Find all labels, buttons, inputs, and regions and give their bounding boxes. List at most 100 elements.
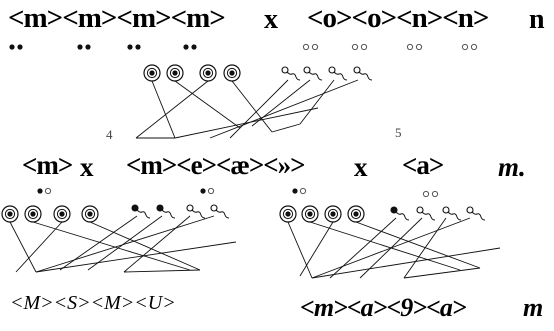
cross-line (403, 217, 447, 279)
egg-inner-ring-icon (202, 67, 214, 79)
dot-open-icon (470, 43, 478, 51)
egg-inner-ring-icon (282, 208, 294, 220)
cross-line (87, 215, 163, 271)
egg-inner-ring-icon (146, 67, 158, 79)
sperm-tail-icon (421, 211, 436, 221)
row2-middle-formula: <m><e><æ><»> (126, 150, 306, 180)
cross-line (311, 217, 471, 279)
cross-line (35, 215, 215, 273)
dot-open-icon (422, 190, 430, 198)
egg-inner-ring-icon (169, 67, 181, 79)
sperm-head-icon (328, 66, 336, 74)
sperm-head-icon (442, 206, 450, 214)
dot-open-icon (415, 43, 423, 51)
cross-line (299, 221, 334, 277)
dot-open-icon (406, 43, 414, 51)
sperm-tail-icon (395, 211, 410, 221)
dot-black-icon (37, 188, 43, 194)
dot-black-icon (183, 44, 189, 50)
row1-left-formula: <m><m><m><m> (8, 2, 226, 34)
egg-nucleus-icon (30, 211, 36, 217)
sperm-head-icon (156, 204, 164, 212)
row2-left-formula: <m> (22, 150, 73, 180)
dot-black-icon (9, 44, 15, 50)
row2-right-formula: <a> (402, 150, 444, 180)
cross-line (271, 123, 301, 133)
egg-nucleus-icon (285, 211, 291, 217)
egg-inner-ring-icon (327, 208, 339, 220)
sperm-head-icon (210, 204, 218, 212)
cross-line (151, 80, 176, 139)
cross-line (231, 80, 273, 133)
cross-line (403, 267, 481, 279)
cross-line (329, 217, 397, 279)
egg-inner-ring-icon (56, 208, 68, 220)
row3-left-formula: <M><S><M><U> (10, 292, 176, 314)
row1-right-formula: <o><o><n><n> (307, 2, 489, 34)
figure-number-5: 5 (395, 125, 402, 140)
sperm-tail-icon (471, 211, 486, 221)
cross-line (174, 80, 241, 129)
cross-line (123, 269, 201, 273)
dot-black-icon (77, 44, 83, 50)
row2-right-letter: m. (498, 152, 526, 182)
sperm-head-icon (303, 66, 311, 74)
dot-black-icon (135, 44, 141, 50)
egg-inner-ring-icon (304, 208, 316, 220)
cross-line (9, 221, 37, 273)
sperm-head-icon (131, 204, 139, 212)
sperm-head-icon (353, 66, 361, 74)
egg-inner-ring-icon (4, 208, 16, 220)
row1-right-letter: n (529, 4, 545, 35)
dot-open-icon (311, 43, 319, 51)
cross-line (229, 79, 289, 139)
cross-line (287, 221, 313, 279)
egg-inner-ring-icon (84, 208, 96, 220)
egg-inner-ring-icon (226, 67, 238, 79)
egg-nucleus-icon (353, 211, 359, 217)
dot-black-icon (200, 188, 206, 194)
cross-line (251, 79, 311, 127)
sperm-head-icon (186, 204, 194, 212)
sperm-head-icon (390, 206, 398, 214)
dot-open-icon (431, 190, 439, 198)
sperm-tail-icon (286, 71, 301, 81)
cross-line (309, 221, 461, 271)
dot-open-icon (351, 43, 359, 51)
sperm-tail-icon (136, 209, 151, 219)
cross-line (135, 80, 209, 139)
sperm-tail-icon (191, 209, 206, 219)
sperm-tail-icon (447, 211, 462, 221)
egg-nucleus-icon (330, 211, 336, 217)
cross-line (59, 215, 138, 271)
egg-inner-ring-icon (350, 208, 362, 220)
row3-right-letter: m (523, 293, 544, 322)
dot-open-icon (360, 43, 368, 51)
egg-nucleus-icon (7, 211, 13, 217)
dot-open-icon (302, 43, 310, 51)
dot-black-icon (292, 188, 298, 194)
dot-black-icon (17, 44, 23, 50)
row1-cross-x: x (264, 4, 278, 35)
cross-line (32, 221, 191, 271)
row2-cross-x-2: x (354, 152, 368, 182)
egg-nucleus-icon (87, 211, 93, 217)
dot-black-icon (85, 44, 91, 50)
sperm-tail-icon (333, 71, 348, 81)
dot-open-icon (44, 187, 52, 195)
dot-open-icon (299, 187, 307, 195)
egg-nucleus-icon (172, 70, 178, 76)
dot-open-icon (461, 43, 469, 51)
dot-open-icon (207, 187, 215, 195)
sperm-head-icon (416, 206, 424, 214)
egg-nucleus-icon (205, 70, 211, 76)
cross-line (89, 221, 201, 271)
figure-number-4: 4 (106, 127, 113, 142)
sperm-head-icon (281, 66, 289, 74)
dot-black-icon (191, 44, 197, 50)
cross-line (35, 241, 237, 273)
sperm-tail-icon (358, 71, 373, 81)
sperm-head-icon (466, 206, 474, 214)
sperm-tail-icon (215, 209, 230, 219)
